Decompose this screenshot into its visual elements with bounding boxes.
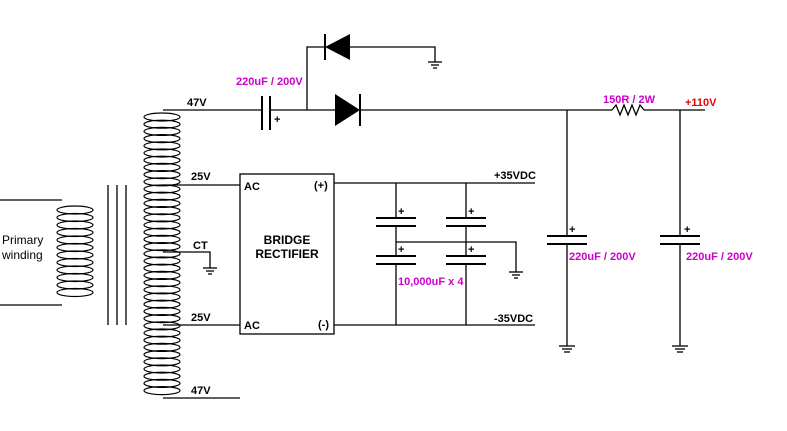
coil-loop xyxy=(143,278,181,288)
filter-capacitor-1 xyxy=(547,110,587,353)
tap-25v-top: 25V xyxy=(191,171,211,183)
resistor-icon xyxy=(611,103,645,117)
coil-loop xyxy=(143,148,181,158)
filter-cap-1-label: 220uF / 200V xyxy=(569,251,636,263)
coil-loop xyxy=(56,250,94,260)
coil-loop xyxy=(143,256,181,266)
coil-loop xyxy=(143,126,181,136)
coil-loop xyxy=(56,242,94,253)
coil-loop xyxy=(143,213,181,223)
filter-capacitor-2 xyxy=(660,110,700,353)
output-pos35-label: +35VDC xyxy=(494,170,536,182)
filter-cap-2-label: 220uF / 200V xyxy=(686,251,753,263)
coil-loop xyxy=(143,206,181,216)
coil-loop xyxy=(143,285,181,295)
coil-loop xyxy=(56,227,94,238)
coil-loop xyxy=(143,321,181,331)
bank-cap-b1-plus: + xyxy=(468,206,474,218)
coil-loop xyxy=(143,357,181,367)
coil-loop xyxy=(143,299,181,309)
diode-main-icon xyxy=(335,94,361,126)
coil-loop xyxy=(143,371,181,381)
output-110v-label: +110V xyxy=(685,97,717,109)
coil-loop xyxy=(143,134,181,144)
coil-loop xyxy=(143,314,181,324)
diode-upper-icon xyxy=(324,34,436,62)
coil-loop xyxy=(143,177,181,187)
capacitor-bank xyxy=(376,183,523,325)
coil-loop xyxy=(143,292,181,302)
primary-label-1: Primary xyxy=(2,233,43,247)
coil-loop xyxy=(143,227,181,237)
coil-loop xyxy=(56,212,94,223)
bridge-dc-plus: (+) xyxy=(314,180,328,192)
coil-loop xyxy=(143,364,181,374)
bridge-label-2: RECTIFIER xyxy=(255,247,319,261)
transformer-core xyxy=(107,185,127,325)
coil-loop xyxy=(56,287,94,298)
bank-cap-a2-plus: + xyxy=(398,244,404,256)
coil-loop xyxy=(143,170,181,180)
coil-loop xyxy=(143,198,181,208)
secondary-winding xyxy=(143,109,262,399)
tap-47v-top: 47V xyxy=(187,97,207,109)
capacitor-bank-label: 10,000uF x 4 xyxy=(398,276,464,288)
coil-loop xyxy=(56,257,94,268)
bridge-dc-minus: (-) xyxy=(318,319,329,331)
ground-diode-icon xyxy=(428,61,442,69)
coil-loop xyxy=(56,235,94,245)
coil-loop xyxy=(143,378,181,388)
coil-loop xyxy=(143,350,181,360)
bridge-ac-bottom: AC xyxy=(244,320,260,332)
coil-loop xyxy=(143,328,181,338)
coil-loop xyxy=(143,342,181,352)
bank-cap-b2-plus: + xyxy=(468,244,474,256)
coil-loop xyxy=(143,270,181,280)
input-cap-label: 220uF / 200V xyxy=(236,76,303,88)
primary-winding xyxy=(0,199,94,306)
bridge-ac-top: AC xyxy=(244,181,260,193)
coil-loop xyxy=(143,386,181,396)
coil-loop xyxy=(143,263,181,273)
filter-cap-2-plus: + xyxy=(684,224,690,236)
coil-loop xyxy=(56,280,94,290)
coil-loop xyxy=(143,234,181,244)
filter-cap-1-plus: + xyxy=(569,224,575,236)
coil-loop xyxy=(143,242,181,252)
coil-loop xyxy=(143,112,181,122)
coil-loop xyxy=(143,184,181,194)
tap-ct: CT xyxy=(193,240,208,252)
output-neg35-label: -35VDC xyxy=(494,313,533,325)
coil-loop xyxy=(143,162,181,172)
bank-cap-a1-plus: + xyxy=(398,206,404,218)
primary-label-2: winding xyxy=(1,248,43,262)
coil-loop xyxy=(143,141,181,151)
coil-loop xyxy=(56,272,94,283)
bridge-label-1: BRIDGE xyxy=(264,233,311,247)
coil-loop xyxy=(143,119,181,129)
input-capacitor xyxy=(261,96,307,130)
coil-loop xyxy=(56,265,94,275)
coil-loop xyxy=(56,220,94,230)
bridge-rectifier xyxy=(239,173,335,335)
coil-loop xyxy=(143,249,181,259)
ground-ct-icon xyxy=(203,267,217,275)
coil-loop xyxy=(143,335,181,345)
coil-loop xyxy=(143,306,181,316)
tap-25v-bottom: 25V xyxy=(191,312,211,324)
tap-47v-bottom: 47V xyxy=(191,385,211,397)
input-cap-plus: + xyxy=(274,114,280,126)
coil-loop xyxy=(143,191,181,201)
resistor-label: 150R / 2W xyxy=(603,94,656,106)
coil-loop xyxy=(143,220,181,230)
coil-loop xyxy=(143,155,181,165)
coil-loop xyxy=(56,205,94,215)
